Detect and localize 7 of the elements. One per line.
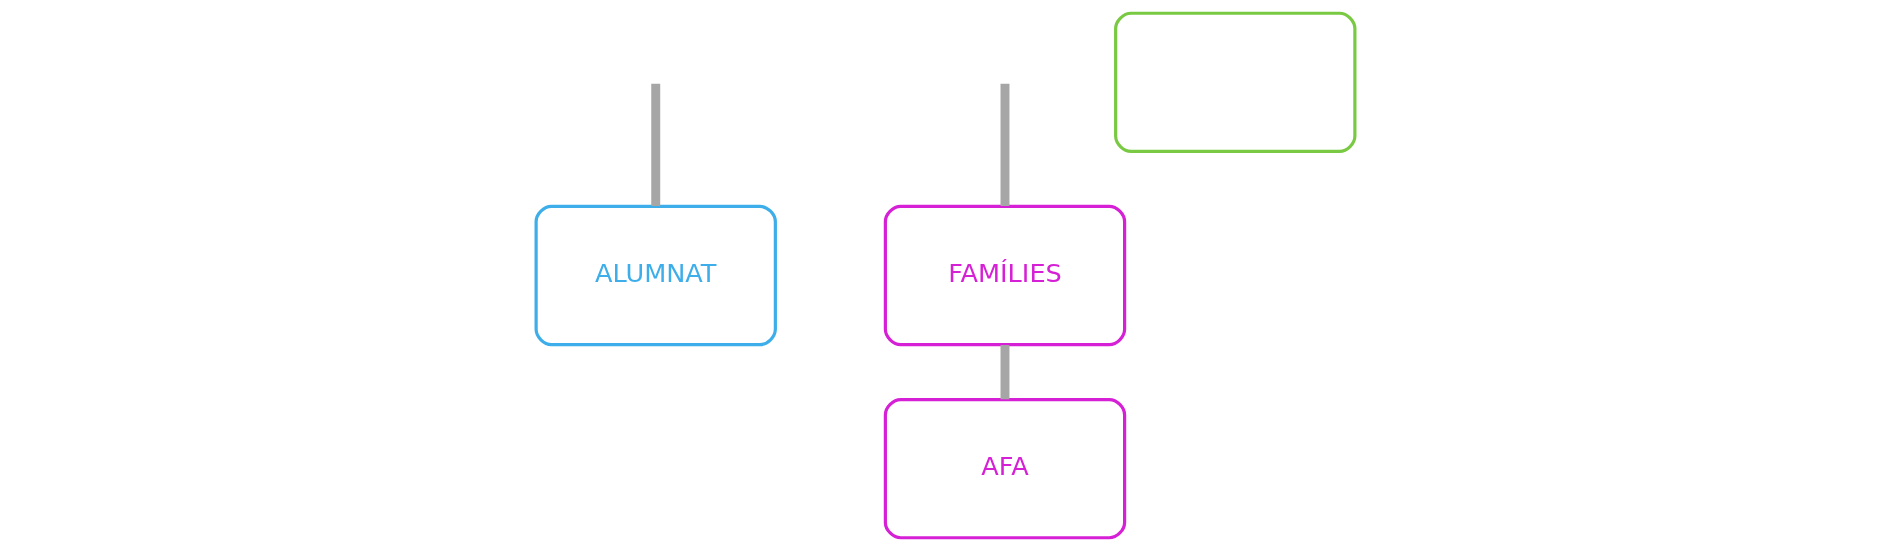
connector bbox=[650, 83, 660, 207]
node-box bbox=[1113, 11, 1356, 153]
node-box: ALUMNAT bbox=[534, 204, 777, 347]
connector bbox=[1000, 83, 1009, 207]
connector bbox=[1000, 345, 1009, 400]
node-box: FAMÍLIES bbox=[883, 204, 1126, 347]
node-box: AFA bbox=[883, 398, 1126, 540]
